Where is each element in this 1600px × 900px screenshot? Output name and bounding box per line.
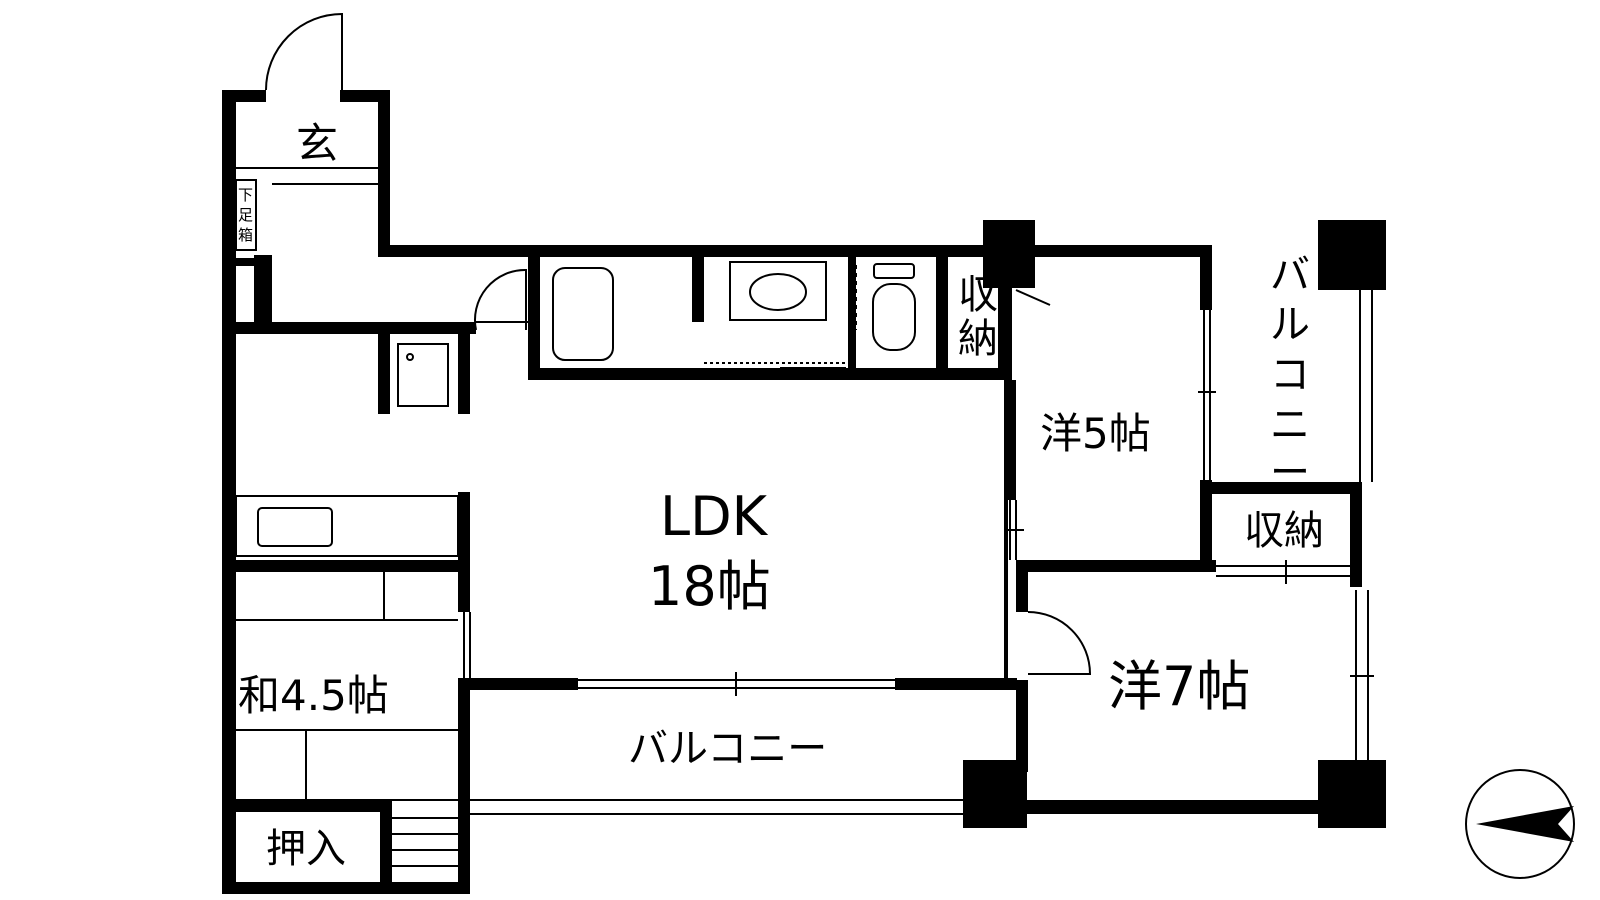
wall-w5-north — [1012, 245, 1212, 257]
japanese-room-label: 和4.5帖 — [238, 671, 389, 720]
ldk-name-label: LDK — [660, 485, 769, 548]
toilet-tank — [873, 263, 915, 279]
pillar-south-east — [1318, 760, 1386, 828]
balcony-east-label-1: バ — [1270, 252, 1310, 298]
wall-jp-east-lower — [458, 678, 470, 892]
pillar-north-east — [1318, 220, 1386, 290]
balcony-east-label-2: ル — [1270, 302, 1310, 348]
wall-shoebox-pillar — [254, 255, 272, 325]
wall-w5-west — [1004, 380, 1016, 500]
shoebox-label-1: 下 — [238, 186, 253, 204]
toilet-bowl — [872, 283, 916, 351]
wall-toilet-east — [936, 257, 948, 372]
storage-right-label-1: 収 — [958, 272, 998, 318]
wall-w5-east-lower — [1200, 480, 1212, 570]
wall-kitchen-south — [236, 560, 458, 572]
wall-ldk-east-lower — [1004, 500, 1008, 680]
corridor-door-swing — [474, 268, 527, 331]
ldk-size-label: 18帖 — [648, 555, 771, 618]
room-labels: 玄 下 足 箱 収 納 LDK 18帖 洋5帖 洋7帖 和4.5帖 押入 収納 … — [238, 119, 1324, 872]
wall-ldk-south-right — [895, 678, 1017, 690]
wall-w7-south — [1027, 800, 1319, 814]
wall-kitchen-east — [458, 492, 470, 572]
wall-w5-south — [1016, 560, 1216, 572]
fridge-space — [397, 343, 449, 407]
wall-wash-east — [848, 257, 856, 372]
walls — [222, 90, 1386, 894]
wall-w7-west — [1016, 572, 1028, 612]
shoebox-label-2: 足 — [238, 206, 253, 224]
wall-ldk-south-left — [458, 678, 578, 690]
shoebox-label-3: 箱 — [238, 226, 253, 244]
balcony-south-label: バルコニー — [628, 726, 827, 772]
wall-w5-east — [1200, 245, 1212, 310]
closet-door — [1015, 289, 1051, 306]
wall-nook-east — [458, 334, 470, 414]
north-arrow-icon — [1465, 769, 1575, 879]
wall-wet-south — [528, 368, 1004, 380]
entrance-label: 玄 — [296, 119, 338, 168]
wall-entrance-east — [378, 90, 390, 255]
thin-lines — [235, 12, 1374, 867]
wall-closet-top — [236, 800, 391, 812]
entrance-door-swing — [265, 12, 343, 91]
fridge-marker — [406, 353, 414, 361]
wall-shoebox-line — [236, 258, 256, 266]
wall-nook-west — [378, 334, 390, 414]
washbasin — [749, 273, 807, 311]
compass-needle — [1476, 806, 1574, 842]
western-5-label: 洋5帖 — [1040, 409, 1151, 458]
wall-wet-west — [528, 245, 540, 380]
wall-entrance-top-right — [340, 90, 390, 102]
wall-closet-east — [380, 800, 392, 892]
wall-corridor-north — [378, 245, 988, 257]
kitchen-sink — [257, 507, 333, 547]
western-7-label: 洋7帖 — [1108, 655, 1250, 718]
bathtub — [552, 267, 614, 361]
wall-jp-east — [458, 572, 470, 612]
wall-storage-top — [1212, 482, 1362, 494]
wall-w7-west-lower — [1016, 680, 1028, 772]
wall-bottom-left — [222, 882, 470, 894]
wall-west-outer — [222, 90, 236, 892]
kitchen-counter — [235, 495, 459, 557]
wall-corridor-south — [236, 322, 476, 334]
shoebox-frame — [235, 179, 257, 251]
wall-bath-east — [692, 257, 704, 322]
balcony-east-label-5: ー — [1270, 450, 1310, 496]
storage-right-label-2: 納 — [958, 316, 998, 362]
compass-ring — [1465, 769, 1575, 879]
w7-door-swing — [1027, 611, 1092, 675]
wall-storage-east — [1350, 482, 1362, 587]
balcony-east-label-3: コ — [1270, 352, 1310, 398]
closet-label: 押入 — [266, 826, 346, 872]
washbasin-counter — [729, 261, 827, 321]
balcony-east-label-4: ニ — [1270, 402, 1310, 448]
storage-small-label: 収納 — [1244, 508, 1324, 554]
